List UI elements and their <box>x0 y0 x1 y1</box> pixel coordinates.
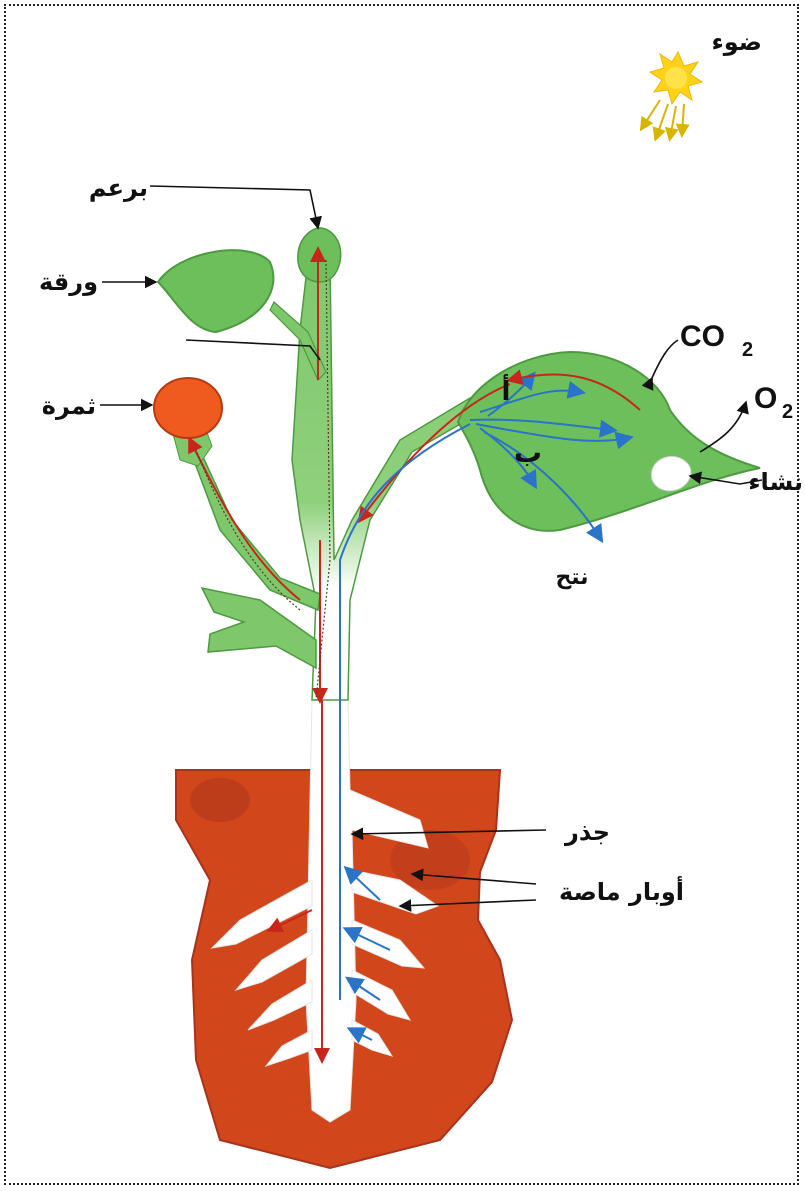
label-mark-a: أ <box>502 374 511 407</box>
label-mark-b: ب <box>514 436 542 469</box>
light-rays <box>642 100 684 138</box>
co2-base: CO <box>680 320 725 353</box>
label-fruit: ثمرة <box>42 392 96 420</box>
co2-sub: 2 <box>742 339 753 361</box>
label-transpiration: نتح <box>555 565 588 590</box>
sun-icon <box>650 52 702 104</box>
label-root: جذر <box>564 818 610 846</box>
o2-sub: 2 <box>782 401 793 423</box>
label-light: ضوء <box>711 28 762 56</box>
label-root-hairs: أوبار ماصة <box>559 876 684 906</box>
leaf-upper <box>158 250 273 332</box>
label-starch: نشاء <box>748 468 803 496</box>
bud <box>298 228 341 282</box>
label-o2: O 2 <box>754 382 793 423</box>
fruit <box>154 378 222 438</box>
starch-granule <box>651 456 691 490</box>
label-leaf: ورقة <box>39 268 98 296</box>
label-bud: برعم <box>89 174 148 202</box>
o2-base: O <box>754 382 777 415</box>
soil-shadow <box>190 778 250 822</box>
label-co2: CO 2 <box>680 320 753 361</box>
